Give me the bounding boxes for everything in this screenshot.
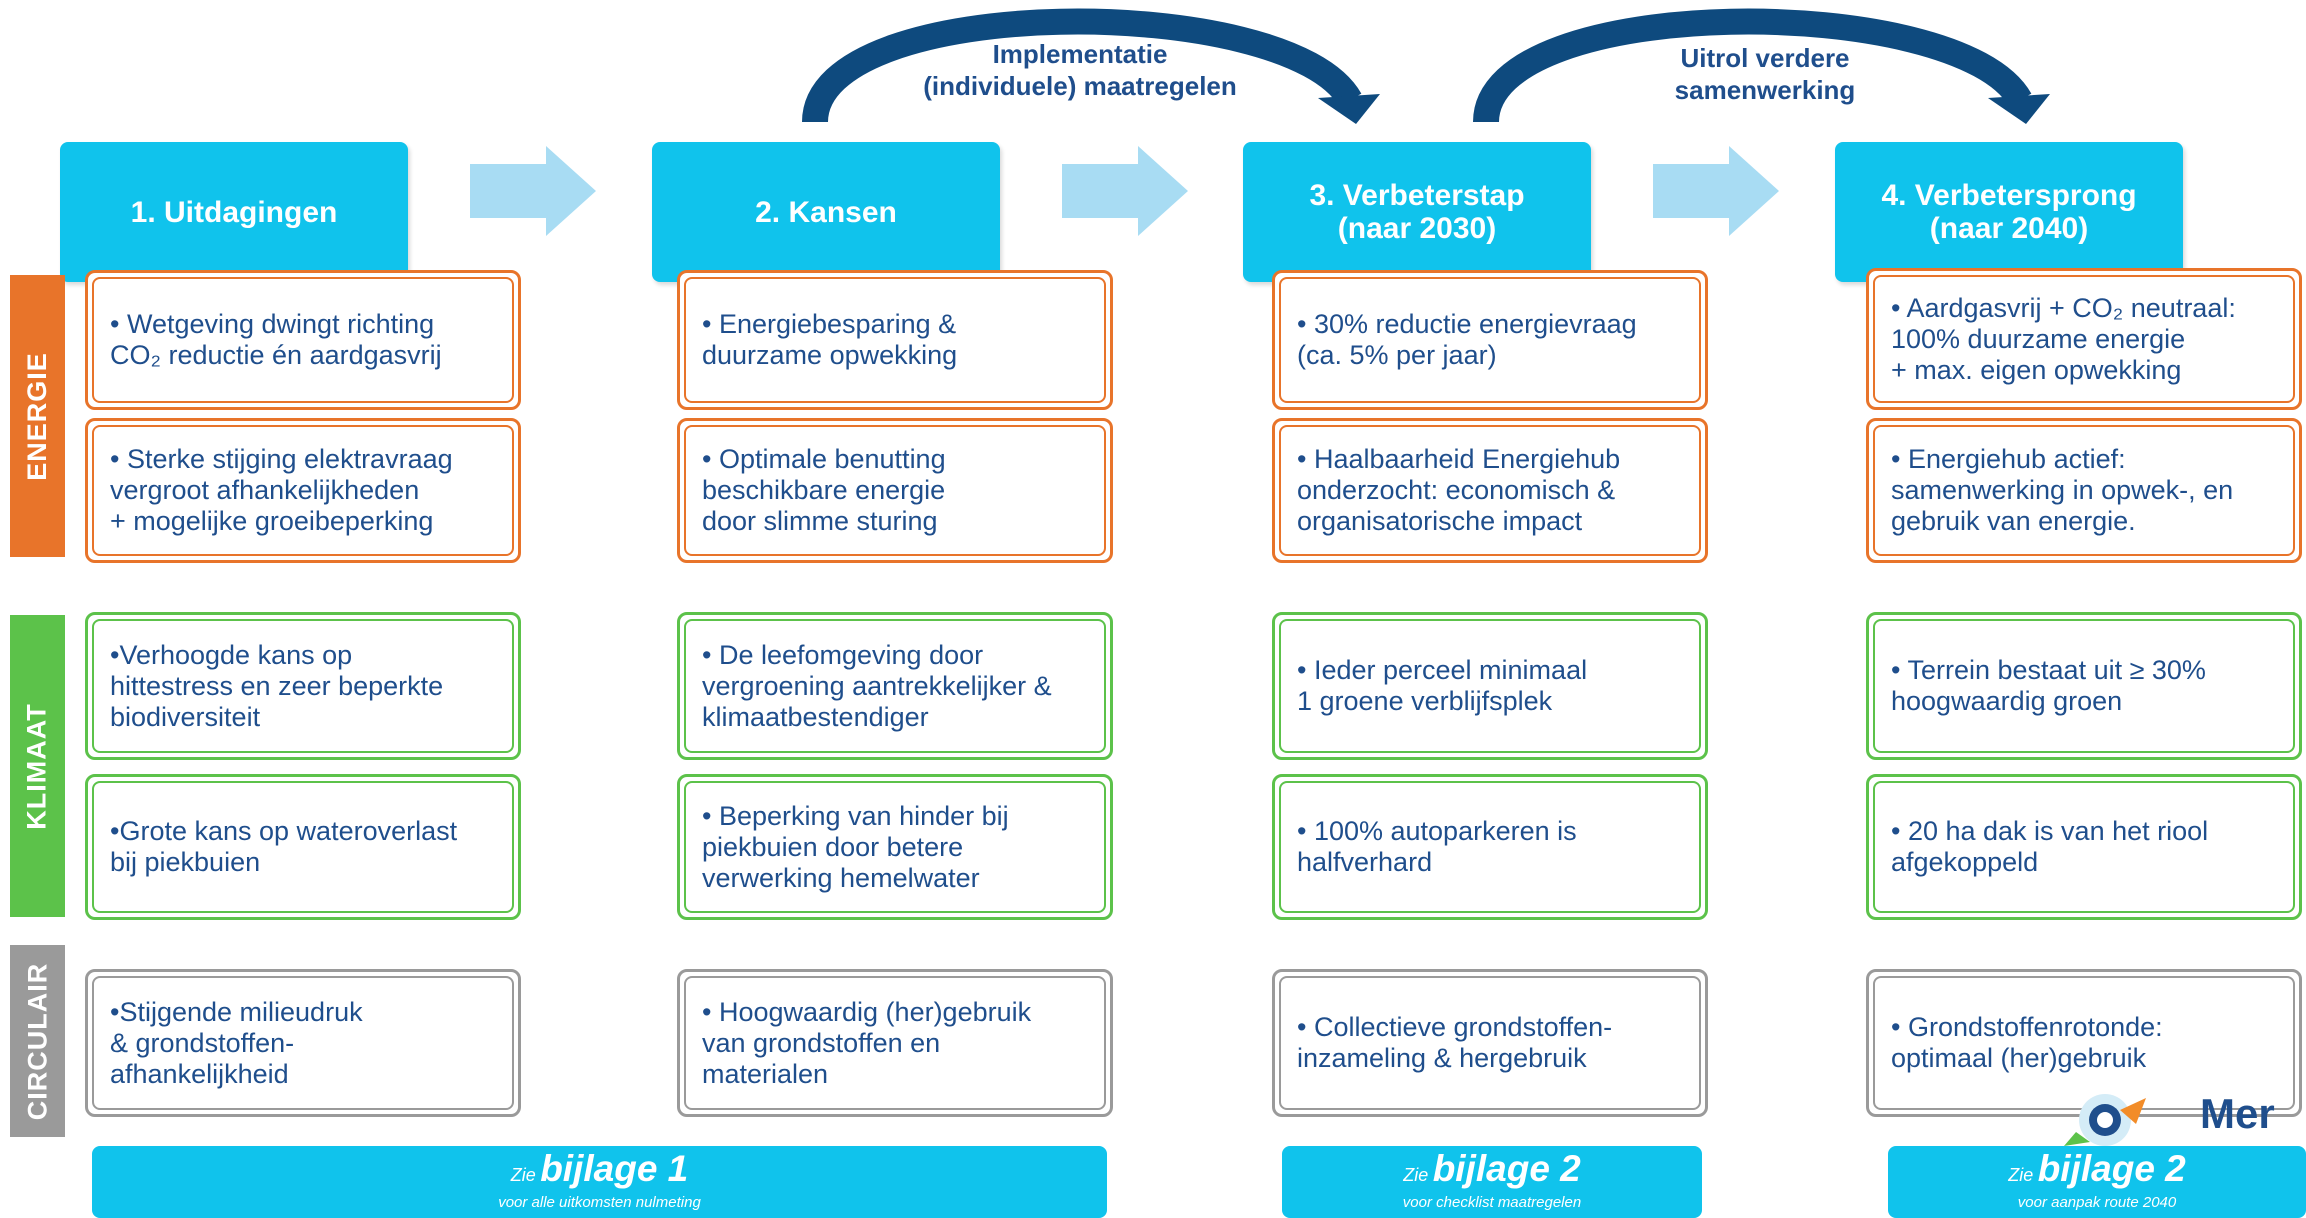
logo: Mer [2050,1070,2306,1150]
logo-text: Mer [2200,1090,2275,1137]
flow-arrow-1 [470,146,596,236]
card-klimaat: • Beperking van hinder bij piekbuien doo… [677,774,1113,920]
card-circulair: • Hoogwaardig (her)gebruik van grondstof… [677,969,1113,1117]
card-energie: • 30% reductie energievraag (ca. 5% per … [1272,270,1708,410]
footer-bijlage-1: Zie bijlage 1 voor alle uitkomsten nulme… [92,1146,1107,1218]
category-energie: ENERGIE [10,275,65,557]
card-klimaat: •Verhoogde kans op hittestress en zeer b… [85,612,521,760]
card-circulair: •Stijgende milieudruk & grondstoffen- af… [85,969,521,1117]
gear-logo-icon [2064,1094,2146,1146]
card-klimaat: • De leefomgeving door vergroening aantr… [677,612,1113,760]
header-verbeterstap: 3. Verbeterstap (naar 2030) [1243,142,1591,282]
card-energie: • Haalbaarheid Energiehub onderzocht: ec… [1272,418,1708,563]
category-circulair: CIRCULAIR [10,945,65,1137]
category-klimaat: KLIMAAT [10,615,65,917]
curve-arrow-implementation [802,8,1362,124]
card-klimaat: • Terrein bestaat uit ≥ 30% hoogwaardig … [1866,612,2302,760]
card-energie: • Aardgasvrij + CO₂ neutraal: 100% duurz… [1866,268,2302,410]
flow-arrow-2 [1062,146,1188,236]
curve-arrow-rollout [1473,8,2032,124]
card-energie: • Sterke stijging elektravraag vergroot … [85,418,521,563]
header-verbetersprong: 4. Verbetersprong (naar 2040) [1835,142,2183,282]
curve-label-rollout: Uitrol verdere samenwerking [1674,43,1856,105]
card-circulair: • Collectieve grondstoffen- inzameling &… [1272,969,1708,1117]
card-energie: • Energiehub actief: samenwerking in opw… [1866,418,2302,563]
curved-arrows [802,8,2050,124]
card-energie: • Energiebesparing & duurzame opwekking [677,270,1113,410]
flow-arrow-3 [1653,146,1779,236]
footer-bijlage-2-route: Zie bijlage 2 voor aanpak route 2040 [1888,1146,2306,1218]
footer-bijlage-2-checklist: Zie bijlage 2 voor checklist maatregelen [1282,1146,1702,1218]
card-energie: • Wetgeving dwingt richting CO₂ reductie… [85,270,521,410]
curve-label-implementation: Implementatie (individuele) maatregelen [923,39,1237,101]
card-klimaat: • 20 ha dak is van het riool afgekoppeld [1866,774,2302,920]
header-kansen: 2. Kansen [652,142,1000,282]
card-energie: • Optimale benutting beschikbare energie… [677,418,1113,563]
curve-arrowhead-implementation [1318,94,1380,124]
card-klimaat: •Grote kans op wateroverlast bij piekbui… [85,774,521,920]
card-klimaat: • 100% autoparkeren is halfverhard [1272,774,1708,920]
card-circulair: • Grondstoffenrotonde: optimaal (her)geb… [1866,969,2302,1117]
curve-arrowhead-rollout [1988,94,2050,124]
card-klimaat: • Ieder perceel minimaal 1 groene verbli… [1272,612,1708,760]
header-uitdagingen: 1. Uitdagingen [60,142,408,282]
